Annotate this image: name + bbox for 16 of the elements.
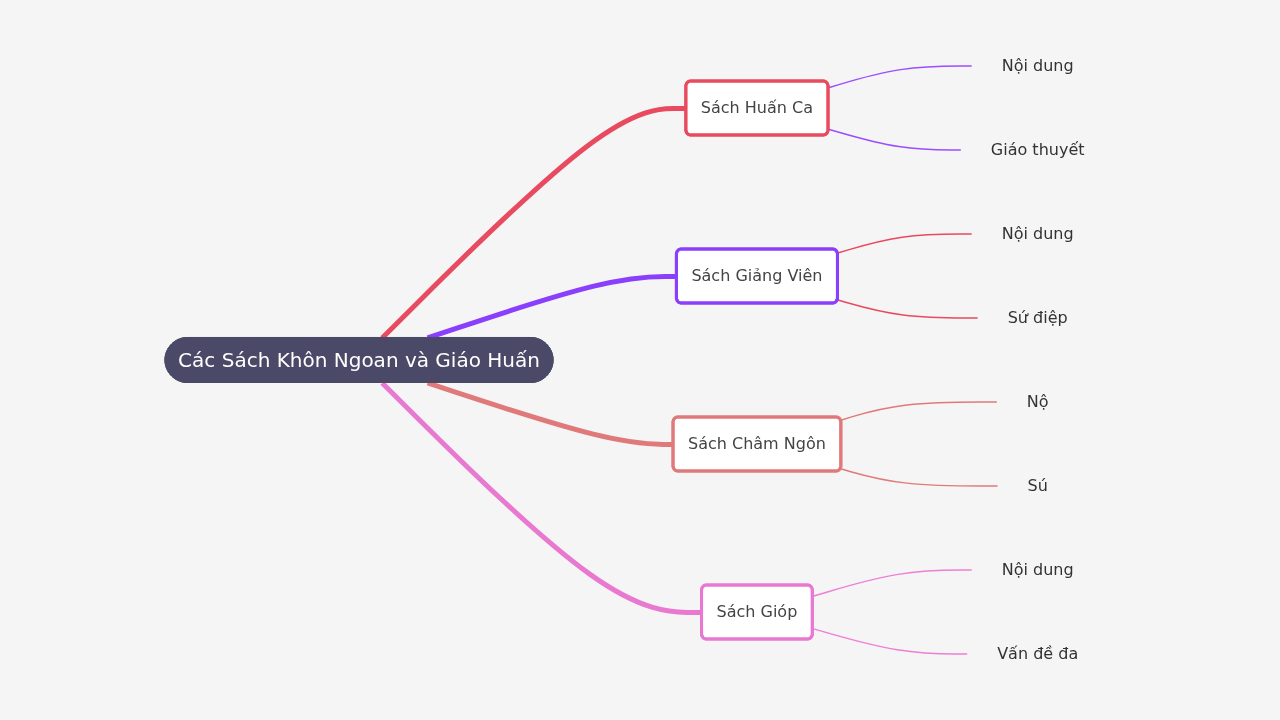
connector (812, 627, 969, 655)
connector (840, 468, 999, 487)
node-text: Nộ (1027, 391, 1049, 411)
node-text: Nội dung (1001, 224, 1074, 243)
node-text: Giáo thuyết (991, 140, 1085, 159)
connector (812, 569, 973, 598)
connector (837, 299, 979, 319)
node-text: Nội dung (1001, 559, 1074, 579)
node-text: Sú (1027, 475, 1049, 495)
connector (828, 128, 962, 151)
connector (837, 233, 973, 254)
node-text: Vấn đề đa (997, 643, 1079, 663)
connector (840, 401, 998, 421)
node-text: Nội dung (1001, 56, 1074, 75)
node-text: Sứ điệp (1007, 307, 1068, 327)
connector (828, 65, 973, 89)
